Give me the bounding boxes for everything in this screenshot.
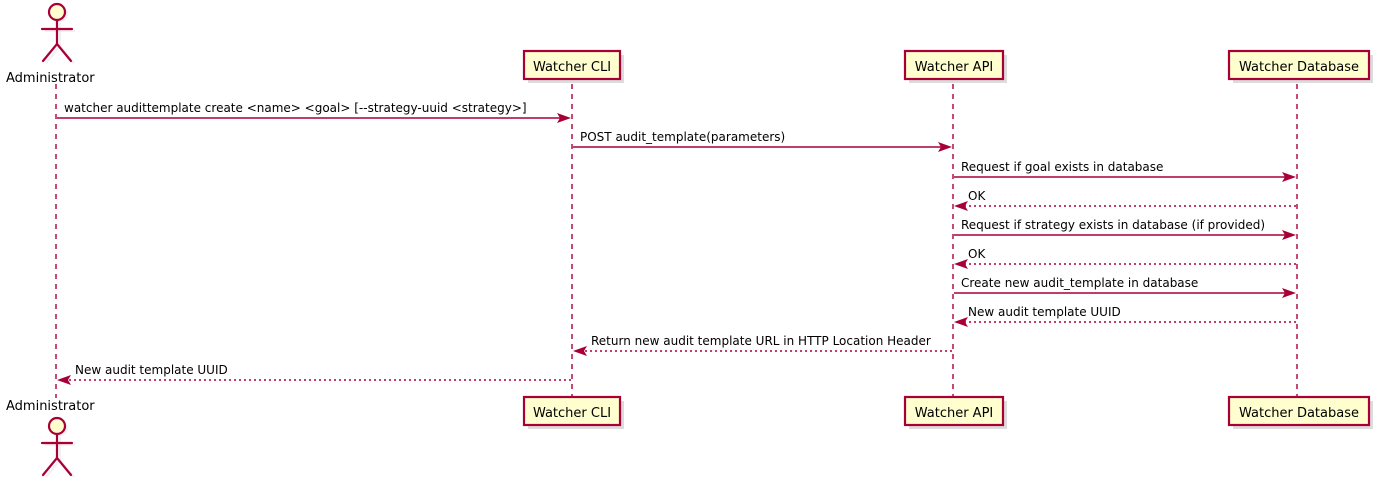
arrow-head-left-icon: [954, 259, 968, 269]
participant-box-watcher-api-bottom[interactable]: [903, 395, 1005, 427]
participant-label-watcher-api-bottom: Watcher API: [915, 406, 994, 421]
arrow-head-right-icon: [1282, 172, 1296, 182]
participant-label-watcher-cli-bottom: Watcher CLI: [533, 406, 611, 421]
actor-label-administrator-bottom: Administrator: [6, 399, 95, 414]
participant-box-watcher-api[interactable]: [903, 49, 1005, 81]
arrow-head-right-icon: [1282, 288, 1296, 298]
participant-watcher-cli-bottom[interactable]: Watcher CLI: [522, 395, 624, 429]
lifelines-layer: [55, 84, 1298, 398]
message-label: OK: [968, 189, 986, 203]
participant-box-watcher-cli-bottom[interactable]: [522, 395, 622, 427]
arrow-head-right-icon: [938, 142, 952, 152]
participant-label-watcher-database: Watcher Database: [1239, 60, 1359, 75]
message-7[interactable]: Create new audit_template in database: [954, 276, 1296, 298]
arrow-head-right-icon: [557, 113, 571, 123]
message-3[interactable]: Request if goal exists in database: [954, 160, 1296, 182]
arrow-head-right-icon: [1282, 230, 1296, 240]
message-label: POST audit_template(parameters): [580, 130, 785, 144]
message-label: watcher audittemplate create <name> <goa…: [64, 101, 527, 115]
message-label: Return new audit template URL in HTTP Lo…: [591, 334, 931, 348]
message-label: New audit template UUID: [968, 305, 1121, 319]
message-label: OK: [968, 247, 986, 261]
actor-leg-left: [41, 456, 59, 477]
message-label: Create new audit_template in database: [961, 276, 1198, 290]
message-2[interactable]: POST audit_template(parameters): [573, 130, 952, 152]
participant-label-watcher-api: Watcher API: [915, 60, 994, 75]
message-label: New audit template UUID: [75, 363, 228, 377]
message-label: Request if goal exists in database: [961, 160, 1163, 174]
arrow-head-left-icon: [954, 201, 968, 211]
participant-box-watcher-cli[interactable]: [522, 49, 622, 81]
actor-leg-right: [55, 456, 73, 477]
actor-administrator-top[interactable]: Administrator: [6, 2, 95, 86]
participant-watcher-database-bottom[interactable]: Watcher Database: [1227, 395, 1373, 429]
participant-label-watcher-database-bottom: Watcher Database: [1239, 406, 1359, 421]
actor-leg-right: [55, 42, 73, 63]
arrow-head-left-icon: [573, 346, 587, 356]
participant-watcher-cli-top[interactable]: Watcher CLI: [522, 49, 624, 83]
arrow-head-left-icon: [57, 375, 71, 385]
actor-administrator-bottom[interactable]: Administrator: [6, 399, 95, 478]
participant-box-watcher-database-bottom[interactable]: [1227, 395, 1371, 427]
participant-watcher-database-top[interactable]: Watcher Database: [1227, 49, 1373, 83]
participant-label-watcher-cli: Watcher CLI: [533, 60, 611, 75]
message-5[interactable]: Request if strategy exists in database (…: [954, 218, 1296, 240]
actor-leg-left: [41, 42, 59, 63]
actor-head-icon: [47, 2, 67, 22]
message-8[interactable]: New audit template UUID: [954, 305, 1296, 327]
message-6[interactable]: OK: [954, 247, 1296, 269]
message-1[interactable]: watcher audittemplate create <name> <goa…: [57, 101, 571, 123]
participant-watcher-api-top[interactable]: Watcher API: [903, 49, 1007, 83]
message-9[interactable]: Return new audit template URL in HTTP Lo…: [573, 334, 952, 356]
message-4[interactable]: OK: [954, 189, 1296, 211]
message-10[interactable]: New audit template UUID: [57, 363, 571, 385]
participant-watcher-api-bottom[interactable]: Watcher API: [903, 395, 1007, 429]
arrow-head-left-icon: [954, 317, 968, 327]
participant-box-watcher-database[interactable]: [1227, 49, 1371, 81]
actor-head-icon: [47, 416, 67, 436]
actor-label-administrator: Administrator: [6, 71, 95, 86]
message-label: Request if strategy exists in database (…: [961, 218, 1265, 232]
